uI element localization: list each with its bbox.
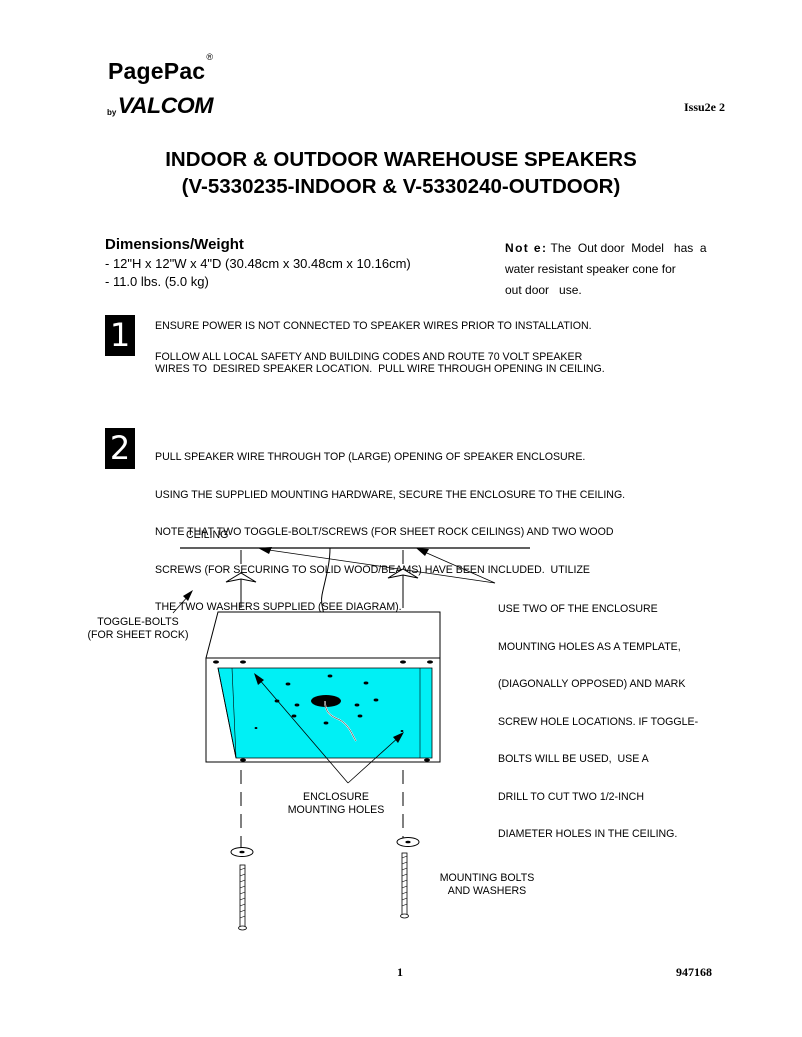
- instructions-line1: USE TWO OF THE ENCLOSURE: [498, 603, 658, 615]
- toggle-bolt-left: [225, 572, 257, 602]
- bolts-line2: AND WASHERS: [447, 884, 527, 897]
- step-2-line4: SCREWS (FOR SECURING TO SOLID WOOD/BEAMS…: [155, 563, 590, 576]
- note-label: Not e:: [505, 241, 548, 255]
- toggle-bolt-right: [387, 568, 419, 598]
- step-1-para2-line1: FOLLOW ALL LOCAL SAFETY AND BUILDING COD…: [155, 350, 583, 363]
- enclosure-panel: [217, 667, 433, 759]
- enclosure-holes-line2: MOUNTING HOLES: [287, 803, 385, 816]
- step-2-line2: USING THE SUPPLIED MOUNTING HARDWARE, SE…: [155, 488, 626, 501]
- registered-mark: ®: [206, 52, 214, 63]
- bolt-left: [238, 864, 247, 931]
- bolts-line1: MOUNTING BOLTS: [439, 872, 535, 884]
- step-1-para2-line2: WIRES TO DESIRED SPEAKER LOCATION. PULL …: [155, 363, 605, 375]
- issue-label: Issu2e 2: [684, 100, 726, 114]
- enclosure-corner-holes: [213, 660, 433, 762]
- note-line1: The Out door Model has a: [547, 241, 707, 255]
- step-2-text: PULL SPEAKER WIRE THROUGH TOP (LARGE) OP…: [155, 426, 625, 626]
- pagepac-logo: PagePac®: [108, 52, 213, 85]
- step-2-line5: THE TWO WASHERS SUPPLIED (SEE DIAGRAM).: [155, 601, 402, 613]
- dimensions-heading: Dimensions/Weight: [105, 236, 244, 253]
- toggle-bolts-line2: (FOR SHEET ROCK): [87, 628, 189, 641]
- dimensions-line-size: - 12"H x 12"W x 4"D (30.48cm x 30.48cm x…: [105, 256, 411, 271]
- instructions-line2: MOUNTING HOLES AS A TEMPLATE,: [498, 640, 681, 653]
- instructions-line4: SCREW HOLE LOCATIONS. IF TOGGLE-: [498, 715, 699, 728]
- page-number: 1: [397, 965, 403, 979]
- panel-holes: [254, 674, 404, 732]
- outdoor-note: Not e: The Out door Model has a water re…: [505, 238, 727, 301]
- step-2-badge: 2: [105, 428, 135, 469]
- enclosure-top: [205, 611, 441, 659]
- dimensions-line-weight: - 11.0 lbs. (5.0 kg): [105, 274, 209, 289]
- ceiling-label: CEILING: [186, 529, 229, 541]
- step-1-badge: 1: [105, 315, 135, 356]
- instructions-line3: (DIAGONALLY OPPOSED) AND MARK: [498, 678, 686, 690]
- toggle-bolts-line1: TOGGLE-BOLTS: [97, 616, 179, 628]
- logo-by: by: [107, 108, 117, 117]
- valcom-logo: VALCOM: [117, 93, 214, 118]
- step-1-para1: ENSURE POWER IS NOT CONNECTED TO SPEAKER…: [155, 320, 592, 332]
- step-2-line3: NOTE THAT TWO TOGGLE-BOLT/SCREWS (FOR SH…: [155, 526, 614, 538]
- enclosure-holes-label: ENCLOSURE MOUNTING HOLES: [276, 791, 396, 816]
- bolt-right: [400, 852, 409, 919]
- instructions-line5: BOLTS WILL BE USED, USE A: [498, 753, 649, 765]
- center-opening: [311, 695, 341, 707]
- page-title-line2: (V-5330235-INDOOR & V-5330240-OUTDOOR): [181, 175, 621, 198]
- step-2-line1: PULL SPEAKER WIRE THROUGH TOP (LARGE) OP…: [155, 451, 586, 463]
- note-line3: out door use.: [505, 283, 582, 297]
- instructions-line7: DIAMETER HOLES IN THE CEILING.: [498, 828, 678, 840]
- toggle-bolts-label: TOGGLE-BOLTS (FOR SHEET ROCK): [82, 616, 194, 641]
- template-instructions: USE TWO OF THE ENCLOSURE MOUNTING HOLES …: [498, 578, 698, 853]
- note-line2: water resistant speaker cone for: [505, 262, 676, 276]
- page-title-line1: INDOOR & OUTDOOR WAREHOUSE SPEAKERS: [165, 148, 637, 171]
- bolts-washers-label: MOUNTING BOLTS AND WASHERS: [430, 872, 544, 897]
- instructions-line6: DRILL TO CUT TWO 1/2-INCH: [498, 790, 644, 803]
- document-number: 947168: [676, 965, 712, 979]
- enclosure-holes-line1: ENCLOSURE: [303, 791, 369, 803]
- logo-product: PagePac: [108, 58, 206, 84]
- step-1-text: ENSURE POWER IS NOT CONNECTED TO SPEAKER…: [155, 320, 605, 376]
